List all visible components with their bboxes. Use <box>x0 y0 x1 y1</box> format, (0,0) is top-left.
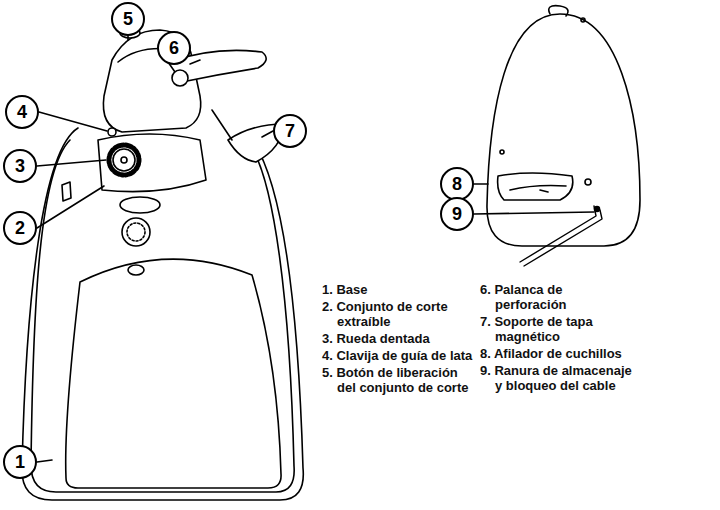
callout-circle: 3 <box>3 149 37 183</box>
callout-number: 9 <box>452 205 462 223</box>
part-name: 2. Conjunto de corte extraíble <box>322 299 474 329</box>
callout-number: 8 <box>452 175 462 193</box>
callout-number: 2 <box>15 219 25 237</box>
callout-circle: 8 <box>440 167 474 201</box>
part-name: 8. Afilador de cuchillos <box>480 346 632 361</box>
part-name: 7. Soporte de tapa magnético <box>480 314 632 344</box>
parts-list-column: 1. Base 2. Conjunto de corte extraíble 3. … <box>322 282 474 397</box>
part-name: 4. Clavija de guía de lata <box>322 348 474 363</box>
callout-circle: 2 <box>3 211 37 245</box>
callout-circle: 4 <box>5 95 39 129</box>
callout-number: 7 <box>285 122 295 140</box>
part-name: 9. Ranura de almacenaje y bloqueo del ca… <box>480 363 632 393</box>
callout-number: 1 <box>15 453 25 471</box>
part-name: 1. Base <box>322 282 474 297</box>
callout-number: 3 <box>15 157 25 175</box>
callout-circle: 1 <box>3 445 37 479</box>
callout-circle: 6 <box>157 31 191 65</box>
callout-circle: 9 <box>440 197 474 231</box>
callout-number: 6 <box>169 39 179 57</box>
callout-number: 4 <box>17 103 27 121</box>
parts-list-column: 6. Palanca de perforación7. Soporte de t… <box>480 282 632 395</box>
callout-number: 5 <box>123 10 133 28</box>
callout-circle: 5 <box>111 2 145 36</box>
part-name: 6. Palanca de perforación <box>480 282 632 312</box>
part-name: 3. Rueda dentada <box>322 331 474 346</box>
part-name: 5. Botón de liberación del conjunto de c… <box>322 365 474 395</box>
callout-circle: 7 <box>273 114 307 148</box>
